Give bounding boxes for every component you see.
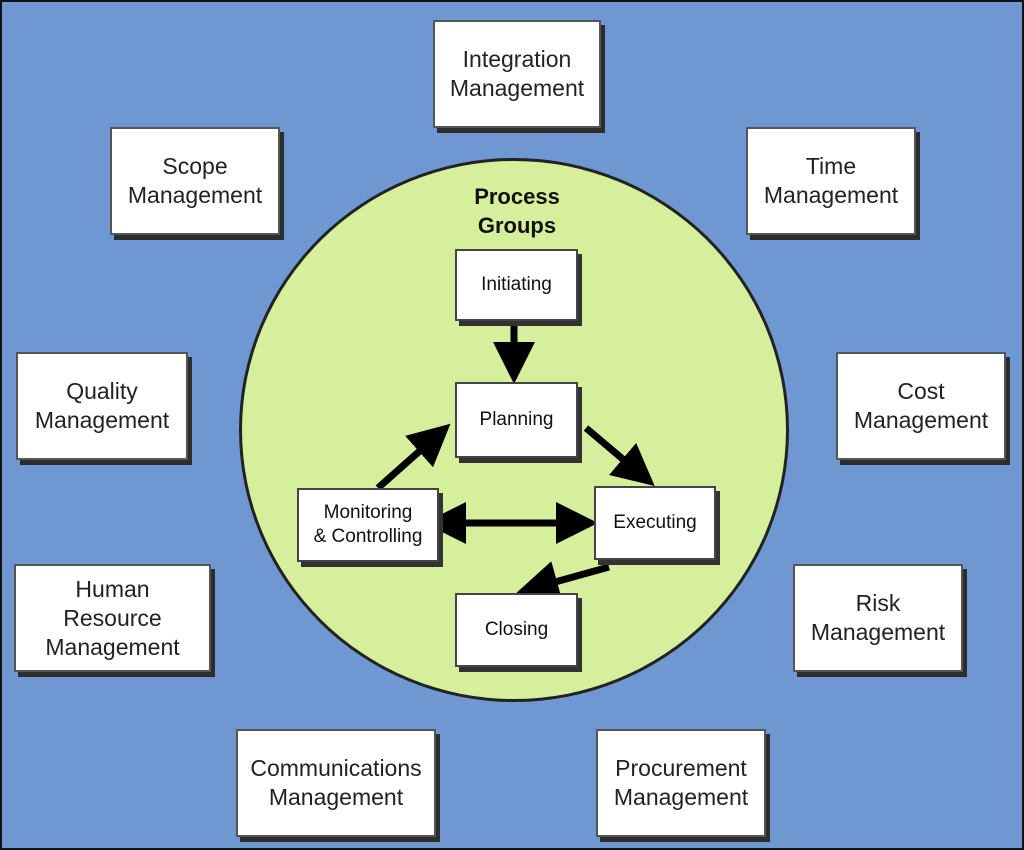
quality-management-box: Quality Management [16, 352, 188, 460]
arrow-executing-to-closing [516, 561, 610, 602]
arrow-monitoring-to-planning [375, 423, 451, 491]
human-resource-management-box: Human Resource Management [14, 564, 211, 672]
integration-management-box: Integration Management [433, 20, 601, 128]
closing-box: Closing [455, 593, 578, 667]
time-management-box: Time Management [746, 127, 916, 235]
executing-box: Executing [594, 486, 716, 560]
monitoring-controlling-box: Monitoring & Controlling [297, 488, 439, 562]
initiating-box: Initiating [455, 249, 578, 321]
arrow-planning-to-executing [583, 425, 655, 487]
process-groups-title: Process Groups [474, 184, 560, 238]
procurement-management-box: Procurement Management [596, 729, 766, 837]
communications-management-box: Communications Management [236, 729, 436, 837]
cost-management-box: Cost Management [836, 352, 1006, 460]
scope-management-box: Scope Management [110, 127, 280, 235]
risk-management-box: Risk Management [793, 564, 963, 672]
planning-box: Planning [455, 382, 578, 458]
